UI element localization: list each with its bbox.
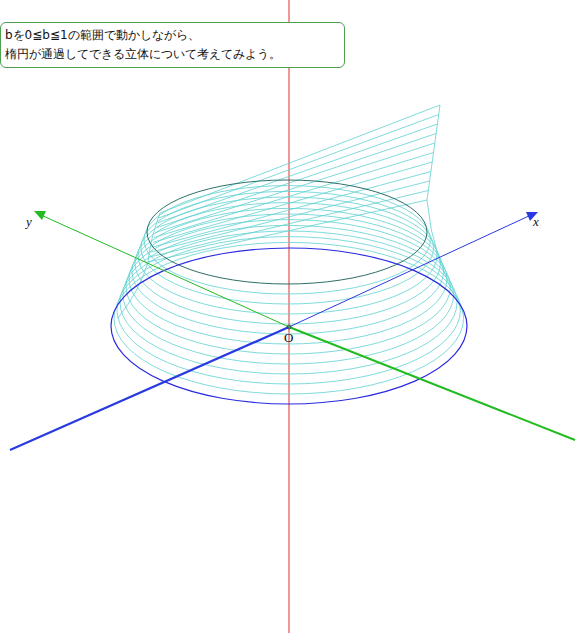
x-axis xyxy=(10,327,289,450)
upper-sheet xyxy=(118,105,466,318)
y-axis xyxy=(41,215,289,327)
x-axis xyxy=(289,215,531,327)
rule-line xyxy=(150,181,429,252)
origin-point xyxy=(287,325,291,329)
base-ellipse xyxy=(111,248,467,404)
contour xyxy=(132,208,444,334)
contour xyxy=(126,220,450,354)
mid-ellipse xyxy=(147,180,427,284)
rule-line xyxy=(148,200,427,262)
note-text: bを0≦b≦1の範囲で動かしながら、 楕円が通過してできる立体について考えてみよ… xyxy=(5,26,336,63)
rule-line xyxy=(160,105,440,213)
y-arrowhead xyxy=(34,211,46,220)
origin-label: O xyxy=(284,331,293,344)
contour xyxy=(114,242,464,394)
axis-label: y xyxy=(26,215,32,228)
rule-line xyxy=(152,172,431,248)
note-box: bを0≦b≦1の範囲で動かしながら、 楕円が通過してできる立体について考えてみよ… xyxy=(0,22,345,68)
rule-line xyxy=(155,143,435,233)
axis-label: x xyxy=(533,215,539,228)
sheet-edge xyxy=(427,105,466,318)
rule-line xyxy=(156,134,436,228)
contour xyxy=(138,197,437,314)
rule-line xyxy=(153,162,432,242)
contour xyxy=(144,186,430,294)
z-axis xyxy=(289,0,290,633)
y-axis xyxy=(289,327,575,440)
rule-line xyxy=(149,191,428,258)
rule-line xyxy=(159,115,439,218)
contour xyxy=(129,214,447,344)
rule-line xyxy=(154,153,434,238)
